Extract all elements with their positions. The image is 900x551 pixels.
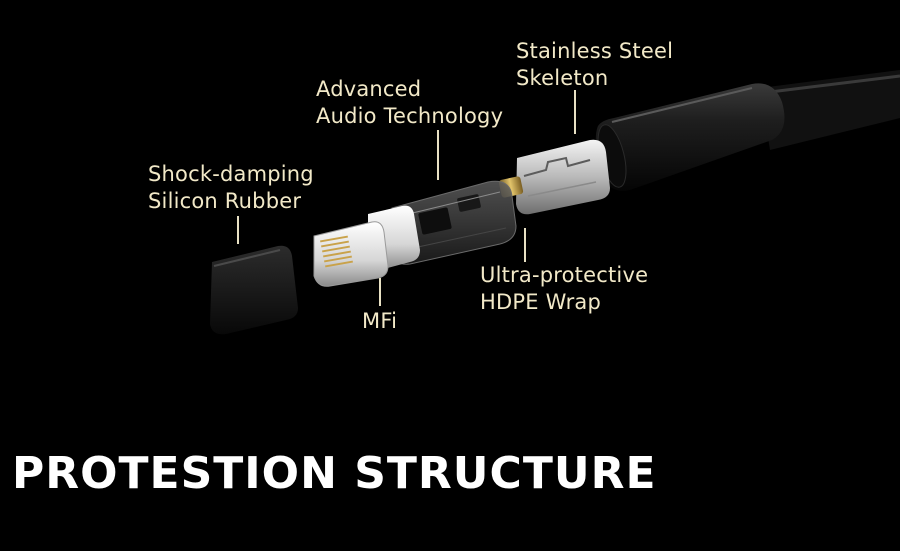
label-line: Ultra-protective (480, 263, 649, 287)
leader-mfi (379, 278, 381, 306)
label-shock-damping: Shock-damping Silicon Rubber (148, 161, 314, 215)
label-hdpe-wrap: Ultra-protective HDPE Wrap (480, 262, 648, 316)
leader-stainless (574, 90, 576, 134)
label-advanced-audio: Advanced Audio Technology (316, 76, 503, 130)
leader-hdpe (524, 228, 526, 262)
headline: PROTESTION STRUCTURE (12, 448, 657, 499)
lightning-plug (313, 205, 420, 287)
leader-shock (237, 216, 239, 244)
label-line: Skeleton (516, 66, 609, 90)
label-mfi: MFi (362, 309, 398, 333)
label-line: Shock-damping (148, 162, 314, 186)
leader-audio (437, 130, 439, 180)
cable (760, 70, 900, 150)
label-line: Audio Technology (316, 104, 504, 128)
stainless-steel-skeleton (516, 139, 610, 215)
cable-head (595, 83, 785, 191)
chip (418, 207, 452, 235)
label-line: Silicon Rubber (148, 189, 302, 213)
hdpe-wrap (391, 180, 517, 265)
label-line: HDPE Wrap (480, 290, 602, 314)
label-line: Stainless Steel (516, 39, 674, 63)
gold-pins (320, 235, 353, 268)
label-line: Advanced (316, 77, 422, 101)
rubber-cap (210, 245, 298, 335)
label-stainless-steel-skeleton: Stainless Steel Skeleton (516, 38, 673, 92)
